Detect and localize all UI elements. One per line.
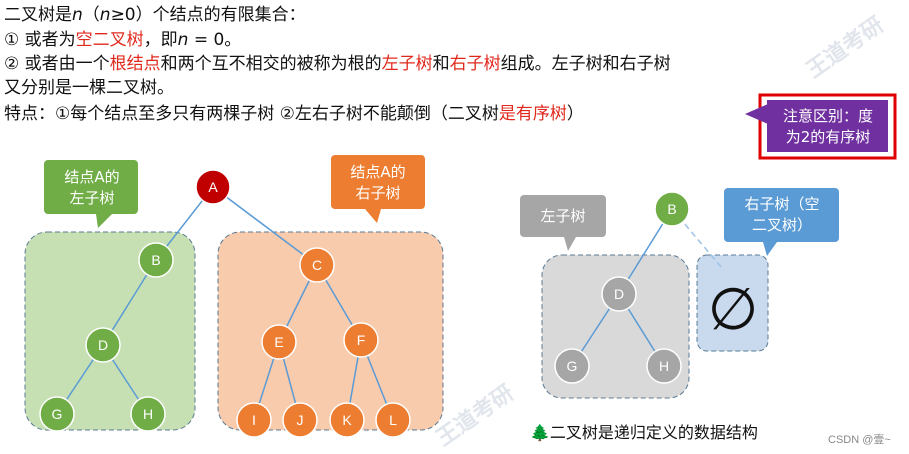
callout-left-line-2: 左子树	[69, 189, 114, 207]
node-D: D	[85, 327, 121, 363]
callout-right-subtree	[331, 155, 425, 223]
svg-text:G: G	[52, 406, 63, 422]
node-A: A	[195, 169, 231, 205]
callout-empty-line-1: 右子树（空	[744, 195, 819, 213]
callout-left-subtree	[44, 160, 138, 228]
node-L: L	[375, 402, 411, 438]
note-pointer	[745, 104, 768, 124]
note-line-1: 注意区别：度	[783, 107, 873, 125]
csdn-credit: CSDN @壹~	[828, 434, 891, 446]
node-right-H: H	[646, 348, 682, 384]
features-line: 特点：①每个结点至多只有两棵子树 ②左右子树不能颠倒（二叉树是有序树）	[4, 104, 584, 124]
callout-right-line-1: 结点A的	[350, 163, 405, 181]
node-right-B: B	[654, 191, 690, 227]
footer-text: 二叉树是递归定义的数据结构	[549, 423, 758, 442]
svg-text:D: D	[614, 286, 624, 302]
svg-text:H: H	[659, 358, 669, 374]
svg-text:K: K	[342, 412, 352, 428]
node-J: J	[282, 402, 318, 438]
svg-text:A: A	[208, 179, 218, 195]
svg-text:E: E	[274, 334, 283, 350]
svg-text:D: D	[98, 337, 108, 353]
empty-set-symbol: ∅	[708, 275, 759, 343]
callout-right-line-2: 右子树	[355, 184, 400, 202]
node-B: B	[138, 242, 174, 278]
callout-empty-subtree	[724, 188, 839, 256]
node-E: E	[261, 324, 297, 360]
node-right-G: G	[554, 348, 590, 384]
svg-text:G: G	[567, 358, 578, 374]
svg-text:B: B	[667, 201, 676, 217]
note-highlight-border	[758, 93, 897, 160]
note-line-2: 为2的有序树	[786, 128, 871, 146]
svg-text:I: I	[252, 412, 256, 428]
node-F: F	[343, 322, 379, 358]
svg-text:H: H	[143, 406, 153, 422]
node-G: G	[39, 396, 75, 432]
tree-icon: 🌲	[530, 423, 550, 442]
node-right-D: D	[601, 276, 637, 312]
callout-right-left-subtree	[520, 195, 606, 251]
callout-right-left-label: 左子树	[540, 207, 585, 225]
definition-line-3: ② 或者由一个根结点和两个互不相交的被称为根的左子树和右子树组成。左子树和右子树	[4, 54, 671, 74]
empty-subtree-region	[696, 254, 769, 352]
svg-text:C: C	[312, 257, 322, 273]
footer-note: 🌲二叉树是递归定义的数据结构	[530, 419, 758, 443]
right-subtree-region	[217, 231, 444, 431]
svg-text:J: J	[297, 412, 304, 428]
svg-text:F: F	[357, 332, 366, 348]
svg-text:L: L	[389, 412, 397, 428]
node-C: C	[299, 247, 335, 283]
note-box	[767, 100, 888, 152]
node-K: K	[329, 402, 365, 438]
definition-line-1: 二叉树是n（n≥0）个结点的有限集合：	[4, 5, 306, 25]
definition-line-4: 又分别是一棵二叉树。	[4, 78, 174, 98]
callout-empty-line-2: 二叉树）	[752, 216, 812, 234]
node-H: H	[130, 396, 166, 432]
definition-line-2: ① 或者为空二叉树，即n = 0。	[4, 30, 242, 50]
node-I: I	[236, 402, 272, 438]
svg-text:B: B	[151, 252, 160, 268]
callout-left-line-1: 结点A的	[64, 168, 119, 186]
